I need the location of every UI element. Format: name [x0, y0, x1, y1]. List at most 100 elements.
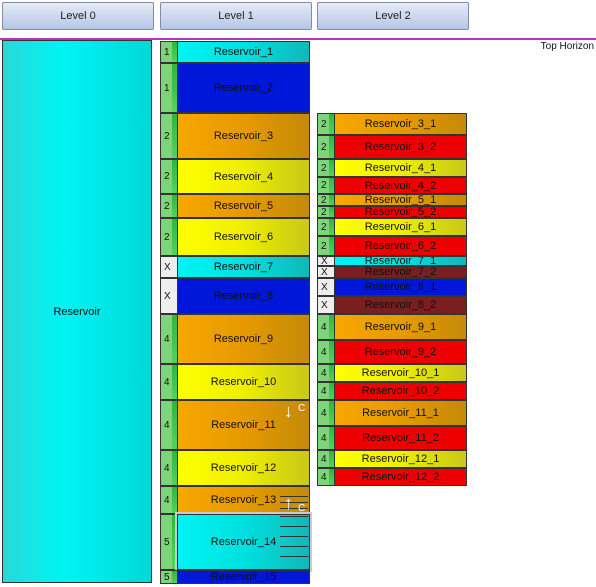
level2-unit-label: Reservoir_7_1	[364, 256, 437, 266]
level1-tag: 5	[160, 514, 177, 570]
level1-tag: 4	[160, 486, 177, 514]
level1-unit[interactable]: Reservoir_7	[177, 256, 310, 278]
level1-unit[interactable]: Reservoir_8	[177, 278, 310, 314]
level2-unit-label: Reservoir_9_2	[364, 346, 437, 358]
level2-unit-label: Reservoir_4_1	[364, 162, 437, 174]
header-level-2[interactable]: Level 2	[317, 2, 469, 30]
hatch-line	[280, 496, 308, 497]
level1-unit[interactable]: Reservoir_3	[177, 113, 310, 159]
level1-tag: 2	[160, 159, 177, 194]
level2-unit[interactable]: Reservoir_9_2	[334, 340, 467, 364]
level1-unit-label: Reservoir_14	[210, 536, 277, 548]
level2-tag: 2	[317, 135, 334, 159]
level2-unit-label: Reservoir_8_2	[364, 299, 437, 311]
level0-reservoir[interactable]: Reservoir	[2, 40, 152, 583]
level2-unit[interactable]: Reservoir_7_2	[334, 266, 467, 278]
level1-tag: 2	[160, 194, 177, 218]
level2-unit[interactable]: Reservoir_9_1	[334, 314, 467, 340]
level1-tag: 4	[160, 314, 177, 364]
level2-unit[interactable]: Reservoir_4_1	[334, 159, 467, 177]
level1-tag: 4	[160, 450, 177, 486]
level1-unit-label: Reservoir_5	[213, 200, 274, 212]
level2-unit[interactable]: Reservoir_10_2	[334, 382, 467, 400]
level2-tag: 4	[317, 426, 334, 450]
level1-tag: 4	[160, 400, 177, 450]
hatch-line	[280, 556, 308, 557]
level2-tag: 2	[317, 206, 334, 218]
level2-unit-label: Reservoir_12_2	[361, 471, 440, 483]
level1-unit[interactable]: Reservoir_5	[177, 194, 310, 218]
level1-unit-label: Reservoir_11	[211, 419, 276, 431]
level2-unit[interactable]: Reservoir_3_2	[334, 135, 467, 159]
level1-unit-label: Reservoir_12	[210, 462, 277, 474]
level2-unit[interactable]: Reservoir_6_1	[334, 218, 467, 236]
top-horizon-label: Top Horizon	[540, 41, 594, 52]
level2-tag: 4	[317, 468, 334, 486]
level1-tag: X	[160, 278, 177, 314]
level1-unit[interactable]: Reservoir_10	[177, 364, 310, 400]
level2-tag: 2	[317, 113, 334, 135]
level1-unit[interactable]: Reservoir_14	[177, 514, 310, 570]
level2-unit-label: Reservoir_10_2	[361, 385, 440, 397]
level2-unit[interactable]: Reservoir_6_2	[334, 236, 467, 256]
level2-unit-label: Reservoir_11_1	[362, 407, 439, 419]
level2-unit-label: Reservoir_10_1	[361, 367, 440, 379]
level1-unit[interactable]: Reservoir_15	[177, 570, 310, 584]
level1-unit[interactable]: Reservoir_12	[177, 450, 310, 486]
level1-unit[interactable]: Reservoir_4	[177, 159, 310, 194]
level1-unit-label: Reservoir_15	[210, 571, 277, 583]
level2-unit[interactable]: Reservoir_8_2	[334, 296, 467, 314]
up-arrow-icon[interactable]: ↑	[284, 493, 293, 513]
level1-unit[interactable]: Reservoir_2	[177, 63, 310, 113]
level2-tag: X	[317, 256, 334, 267]
up-marker-letter: C	[298, 503, 306, 514]
level2-unit[interactable]: Reservoir_11_1	[334, 400, 467, 426]
level2-tag: 4	[317, 450, 334, 468]
level2-tag: X	[317, 278, 334, 296]
level2-unit-label: Reservoir_4_2	[364, 179, 437, 192]
header-level-1[interactable]: Level 1	[160, 2, 312, 30]
level2-unit-label: Reservoir_9_1	[364, 321, 437, 333]
level1-tag: 4	[160, 364, 177, 400]
level2-tag: 4	[317, 382, 334, 400]
level2-unit-label: Reservoir_8_1	[364, 281, 437, 293]
hatch-line	[280, 546, 308, 547]
level2-unit[interactable]: Reservoir_3_1	[334, 113, 467, 135]
level1-tag: 5	[160, 570, 177, 584]
level2-unit[interactable]: Reservoir_12_2	[334, 468, 467, 486]
level1-unit-label: Reservoir_8	[213, 290, 274, 302]
level1-unit[interactable]: Reservoir_1	[177, 41, 310, 63]
header-level-0[interactable]: Level 0	[2, 2, 154, 30]
level2-unit-label: Reservoir_3_1	[364, 118, 437, 130]
level2-tag: 4	[317, 364, 334, 382]
level2-unit[interactable]: Reservoir_7_1	[334, 256, 467, 266]
level1-unit-label: Reservoir_1	[213, 46, 274, 58]
level2-unit[interactable]: Reservoir_11_2	[334, 426, 467, 450]
level2-unit[interactable]: Reservoir_5_1	[334, 194, 467, 206]
level1-unit-label: Reservoir_6	[213, 231, 274, 243]
level2-tag: 2	[317, 194, 334, 206]
level1-unit[interactable]: Reservoir_13	[177, 486, 310, 514]
level1-unit[interactable]: Reservoir_9	[177, 314, 310, 364]
level2-unit-label: Reservoir_5_2	[364, 206, 437, 218]
level1-unit[interactable]: Reservoir_11	[177, 400, 310, 450]
level1-unit[interactable]: Reservoir_6	[177, 218, 310, 256]
level2-unit[interactable]: Reservoir_4_2	[334, 177, 467, 194]
level1-unit-label: Reservoir_9	[213, 333, 274, 345]
level2-tag: X	[317, 296, 334, 314]
level2-tag: X	[317, 266, 334, 278]
level1-unit-label: Reservoir_4	[213, 170, 274, 183]
top-horizon-line[interactable]	[0, 38, 596, 40]
level1-tag: 2	[160, 113, 177, 159]
down-arrow-icon[interactable]: ↓	[284, 401, 293, 421]
level1-tag: X	[160, 256, 177, 278]
level1-unit-label: Reservoir_3	[213, 130, 274, 142]
level2-unit-label: Reservoir_3_2	[364, 141, 437, 153]
level2-tag: 4	[317, 340, 334, 364]
level2-unit[interactable]: Reservoir_12_1	[334, 450, 467, 468]
level2-tag: 4	[317, 400, 334, 426]
level2-unit[interactable]: Reservoir_5_2	[334, 206, 467, 218]
level2-unit[interactable]: Reservoir_8_1	[334, 278, 467, 296]
level2-tag: 2	[317, 218, 334, 236]
level2-unit[interactable]: Reservoir_10_1	[334, 364, 467, 382]
